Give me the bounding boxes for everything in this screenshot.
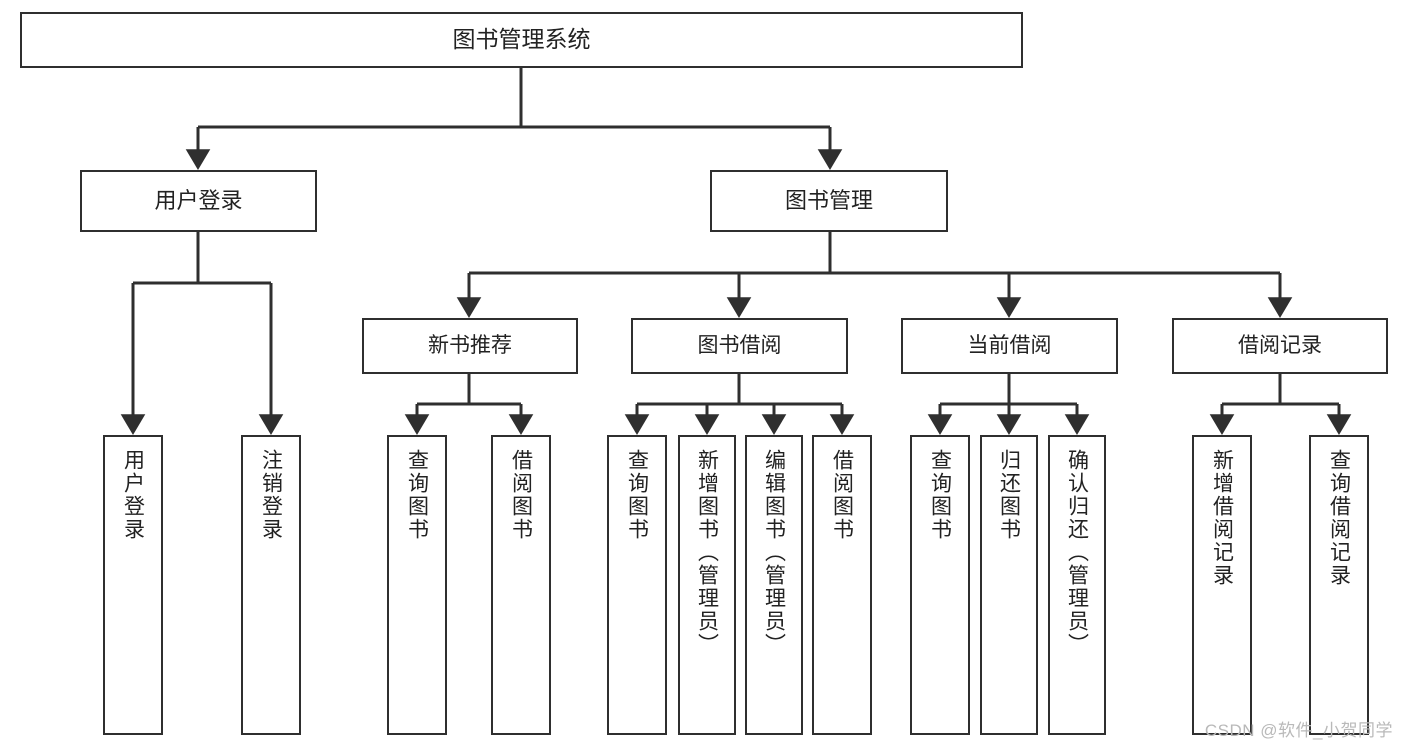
node-book-borrowing[interactable]: 图书借阅 [631, 318, 848, 374]
node-label: 图书管理 [784, 188, 873, 214]
node-label: 用户登录 [121, 449, 145, 541]
node-label: 编辑图书（管理员） [762, 449, 786, 656]
node-user-login[interactable]: 用户登录 [80, 170, 317, 232]
node-new-book-recommendation[interactable]: 新书推荐 [362, 318, 578, 374]
node-current-borrowing[interactable]: 当前借阅 [901, 318, 1118, 374]
node-label: 归还图书 [997, 449, 1021, 541]
node-label: 当前借阅 [967, 333, 1052, 357]
node-root-system[interactable]: 图书管理系统 [20, 12, 1023, 68]
node-label: 借阅记录 [1238, 333, 1322, 357]
leaf-confirm-return-admin[interactable]: 确认归还（管理员） [1048, 435, 1106, 735]
leaf-edit-book-admin[interactable]: 编辑图书（管理员） [745, 435, 803, 735]
leaf-query-book-2[interactable]: 查询图书 [607, 435, 667, 735]
node-label: 查询借阅记录 [1327, 449, 1351, 587]
node-label: 图书管理系统 [452, 26, 591, 53]
node-label: 借阅图书 [830, 449, 854, 541]
leaf-query-book-3[interactable]: 查询图书 [910, 435, 970, 735]
node-label: 查询图书 [928, 449, 952, 541]
leaf-add-book-admin[interactable]: 新增图书（管理员） [678, 435, 736, 735]
leaf-query-borrow-record[interactable]: 查询借阅记录 [1309, 435, 1369, 735]
node-label: 查询图书 [625, 449, 649, 541]
leaf-return-book[interactable]: 归还图书 [980, 435, 1038, 735]
node-label: 新增借阅记录 [1210, 449, 1234, 587]
node-label: 借阅图书 [509, 449, 533, 541]
node-borrow-record[interactable]: 借阅记录 [1172, 318, 1388, 374]
node-label: 用户登录 [154, 188, 243, 214]
leaf-user-login[interactable]: 用户登录 [103, 435, 163, 735]
node-book-management[interactable]: 图书管理 [710, 170, 948, 232]
node-label: 新书推荐 [428, 333, 512, 357]
csdn-watermark: CSDN @软件_小贺同学 [1204, 721, 1393, 740]
node-label: 查询图书 [405, 449, 429, 541]
node-label: 新增图书（管理员） [695, 449, 719, 656]
node-label: 确认归还（管理员） [1065, 449, 1089, 656]
leaf-add-borrow-record[interactable]: 新增借阅记录 [1192, 435, 1252, 735]
node-label: 注销登录 [259, 449, 283, 541]
node-label: 图书借阅 [697, 333, 782, 357]
leaf-borrow-book-1[interactable]: 借阅图书 [491, 435, 551, 735]
leaf-logout-login[interactable]: 注销登录 [241, 435, 301, 735]
leaf-borrow-book-2[interactable]: 借阅图书 [812, 435, 872, 735]
leaf-query-book-1[interactable]: 查询图书 [387, 435, 447, 735]
